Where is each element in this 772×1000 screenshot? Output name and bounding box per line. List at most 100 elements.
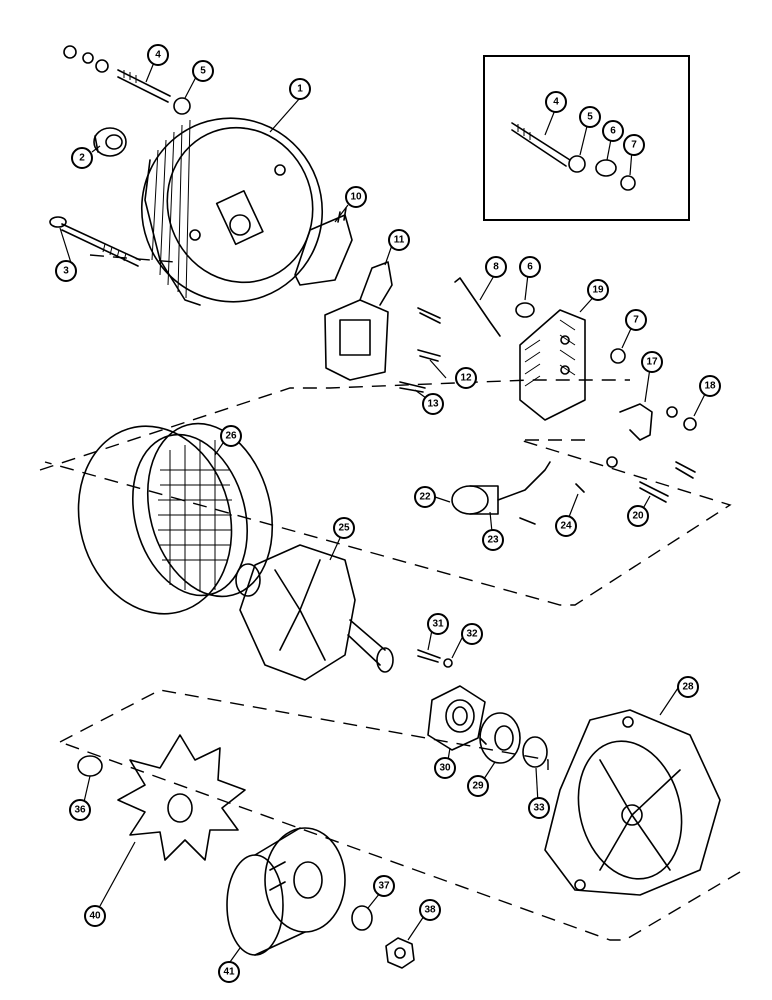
pulley-group-outline <box>59 689 741 941</box>
needle-bearing <box>93 127 127 157</box>
svg-text:25: 25 <box>338 523 350 534</box>
callout-12: 12 <box>455 367 477 389</box>
callout-23: 23 <box>482 529 504 551</box>
svg-text:30: 30 <box>439 763 451 774</box>
svg-text:4: 4 <box>553 97 559 108</box>
svg-text:33: 33 <box>533 803 545 814</box>
svg-text:5: 5 <box>200 66 206 77</box>
callout-7-inset: 7 <box>623 134 645 156</box>
inset-stud-hardware <box>511 122 636 191</box>
callout-26: 26 <box>220 425 242 447</box>
mounting-screws <box>399 277 501 393</box>
callout-10: 10 <box>345 186 367 208</box>
callout-11: 11 <box>388 229 410 251</box>
svg-text:36: 36 <box>74 805 86 816</box>
svg-text:40: 40 <box>89 911 101 922</box>
inset-frame <box>483 55 690 221</box>
nut <box>610 348 626 364</box>
washer <box>515 302 535 318</box>
svg-text:6: 6 <box>527 262 533 273</box>
bearing-retainer <box>427 685 486 751</box>
svg-text:12: 12 <box>460 373 472 384</box>
callout-40: 40 <box>84 905 106 927</box>
svg-text:38: 38 <box>424 905 436 916</box>
svg-text:4: 4 <box>155 50 161 61</box>
svg-text:5: 5 <box>587 112 593 123</box>
spacer <box>77 755 103 777</box>
callout-28: 28 <box>677 676 699 698</box>
callout-24: 24 <box>555 515 577 537</box>
svg-text:6: 6 <box>610 126 616 137</box>
rotor <box>235 544 394 681</box>
svg-text:24: 24 <box>560 521 572 532</box>
callout-37: 37 <box>373 875 395 897</box>
svg-text:19: 19 <box>592 285 604 296</box>
brush-holder <box>324 261 393 381</box>
svg-text:1: 1 <box>297 84 303 95</box>
spacer-washer <box>522 736 548 768</box>
callout-19: 19 <box>587 279 609 301</box>
retainer-screw <box>417 649 453 668</box>
svg-text:17: 17 <box>646 357 658 368</box>
callout-29: 29 <box>467 775 489 797</box>
callout-41: 41 <box>218 961 240 983</box>
svg-text:37: 37 <box>378 881 390 892</box>
pulley <box>226 827 346 956</box>
svg-text:2: 2 <box>79 153 85 164</box>
svg-text:22: 22 <box>419 492 431 503</box>
drive-end-frame <box>544 709 721 896</box>
fan <box>117 734 246 861</box>
lockwasher <box>351 905 373 931</box>
terminal-hardware <box>606 403 697 468</box>
callout-1: 1 <box>289 78 311 100</box>
callout-5: 5 <box>192 60 214 82</box>
callout-5-inset: 5 <box>579 106 601 128</box>
callout-31: 31 <box>427 613 449 635</box>
svg-text:29: 29 <box>472 781 484 792</box>
svg-text:3: 3 <box>63 266 69 277</box>
svg-text:20: 20 <box>632 511 644 522</box>
svg-text:23: 23 <box>487 535 499 546</box>
callout-17: 17 <box>641 351 663 373</box>
svg-text:28: 28 <box>682 682 694 693</box>
top-stud-hardware <box>63 45 191 115</box>
svg-text:31: 31 <box>432 619 444 630</box>
terminal-screws <box>519 461 696 525</box>
svg-text:32: 32 <box>466 629 478 640</box>
svg-text:10: 10 <box>350 192 362 203</box>
callout-3: 3 <box>55 260 77 282</box>
callout-25: 25 <box>333 517 355 539</box>
callout-6: 6 <box>519 256 541 278</box>
stator-group-outline <box>39 379 732 606</box>
capacitor <box>451 461 551 515</box>
callout-22: 22 <box>414 486 436 508</box>
callout-18: 18 <box>699 375 721 397</box>
stator <box>77 422 274 615</box>
callout-4: 4 <box>147 44 169 66</box>
ball-bearing <box>479 712 521 764</box>
end-frame <box>140 117 324 306</box>
callout-8: 8 <box>485 256 507 278</box>
callout-13: 13 <box>422 393 444 415</box>
leader-lines <box>59 59 709 963</box>
svg-text:7: 7 <box>631 140 637 151</box>
svg-text:7: 7 <box>633 315 639 326</box>
svg-text:41: 41 <box>223 967 235 978</box>
callout-7: 7 <box>625 309 647 331</box>
through-bolt <box>49 216 141 267</box>
svg-text:8: 8 <box>493 262 499 273</box>
callout-36: 36 <box>69 799 91 821</box>
callout-4-inset: 4 <box>545 91 567 113</box>
svg-text:26: 26 <box>225 431 237 442</box>
callout-20: 20 <box>627 505 649 527</box>
rectifier-bridge <box>519 309 586 421</box>
callout-38: 38 <box>419 899 441 921</box>
callout-2: 2 <box>71 147 93 169</box>
callout-32: 32 <box>461 623 483 645</box>
callout-6-inset: 6 <box>602 120 624 142</box>
svg-text:18: 18 <box>704 381 716 392</box>
callout-30: 30 <box>434 757 456 779</box>
callout-33: 33 <box>528 797 550 819</box>
svg-text:11: 11 <box>394 235 405 246</box>
